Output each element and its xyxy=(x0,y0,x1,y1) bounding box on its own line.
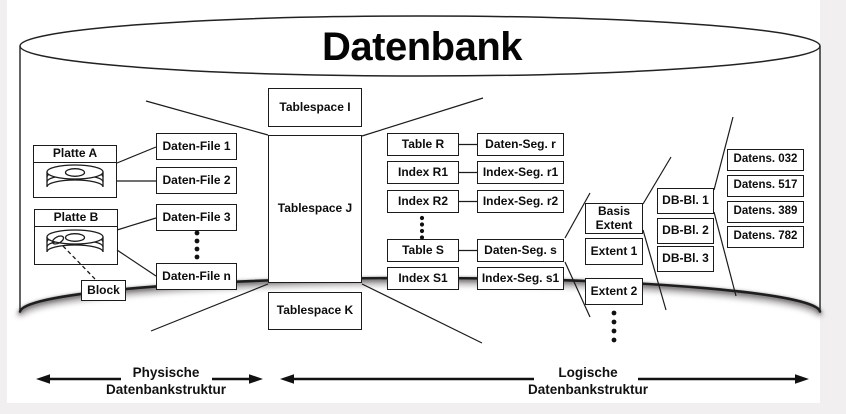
daten-file-3-box: Daten-File 3 xyxy=(156,204,237,231)
logical-structure-label-line2: Datenbankstruktur xyxy=(527,382,649,397)
basis-extent-box: Basis Extent xyxy=(585,203,643,234)
diagram-title: Datenbank xyxy=(322,25,523,69)
index-seg-r2-box: Index-Seg. r2 xyxy=(477,190,564,213)
daten-file-ellipsis-dots xyxy=(194,230,200,260)
extent-2-box: Extent 2 xyxy=(585,278,643,305)
fan-files-to-tablespace xyxy=(145,100,269,332)
index-seg-s1-box: Index-Seg. s1 xyxy=(477,267,564,290)
record-389-box: Datens. 389 xyxy=(727,201,804,223)
daten-seg-s-box: Daten-Seg. s xyxy=(477,239,564,262)
fan-tablespace-to-tables xyxy=(361,97,484,344)
daten-seg-r-box: Daten-Seg. r xyxy=(477,133,564,156)
cylinder-top-ellipse xyxy=(19,15,821,77)
index-r1-box: Index R1 xyxy=(387,161,459,184)
index-seg-r1-box: Index-Seg. r1 xyxy=(477,161,564,184)
table-r-box: Table R xyxy=(387,133,459,156)
fan-extent-to-blocks xyxy=(642,156,672,311)
block-pointer-dashed-line xyxy=(62,245,96,280)
physical-structure-label-line2: Datenbankstruktur xyxy=(105,382,227,397)
logical-structure-label-line1: Logische xyxy=(558,365,618,380)
index-r2-box: Index R2 xyxy=(387,190,459,213)
record-782-box: Datens. 782 xyxy=(727,226,804,248)
tablespace-k-box: Tablespace K xyxy=(268,292,362,330)
db-block-2-box: DB-Bl. 2 xyxy=(657,218,714,244)
platte-a-label: Platte A xyxy=(34,146,116,163)
tablespace-i-box: Tablespace I xyxy=(268,88,362,127)
daten-file-1-box: Daten-File 1 xyxy=(156,133,237,160)
db-block-3-box: DB-Bl. 3 xyxy=(657,246,714,272)
table-segment-connectors xyxy=(459,143,477,280)
disk-box-platte-a: Platte A xyxy=(33,145,117,198)
record-517-box: Datens. 517 xyxy=(727,175,804,197)
disk-icon-platte-b xyxy=(46,229,104,253)
daten-file-2-box: Daten-File 2 xyxy=(156,167,237,194)
fan-segment-to-extents xyxy=(564,192,591,318)
platte-b-label: Platte B xyxy=(35,210,117,227)
disk-box-platte-b: Platte B xyxy=(34,209,118,265)
table-s-box: Table S xyxy=(387,239,459,262)
fan-block-to-records xyxy=(713,116,737,297)
db-block-1-box: DB-Bl. 1 xyxy=(657,188,714,214)
block-box: Block xyxy=(81,280,126,301)
physical-structure-label-line1: Physische xyxy=(132,365,200,380)
disk-icon-platte-a xyxy=(46,164,104,188)
extent-1-box: Extent 1 xyxy=(585,238,643,265)
physical-range-arrow xyxy=(36,374,263,384)
disk-file-connectors xyxy=(116,146,157,277)
tablespace-j-box: Tablespace J xyxy=(268,135,362,283)
index-s1-box: Index S1 xyxy=(387,267,459,290)
record-032-box: Datens. 032 xyxy=(727,149,804,171)
logical-range-arrow xyxy=(280,374,809,384)
block-marker-on-disk xyxy=(51,235,65,245)
table-ellipsis-dots xyxy=(419,215,425,240)
extent-ellipsis-dots xyxy=(611,310,617,343)
daten-file-n-box: Daten-File n xyxy=(156,263,237,290)
